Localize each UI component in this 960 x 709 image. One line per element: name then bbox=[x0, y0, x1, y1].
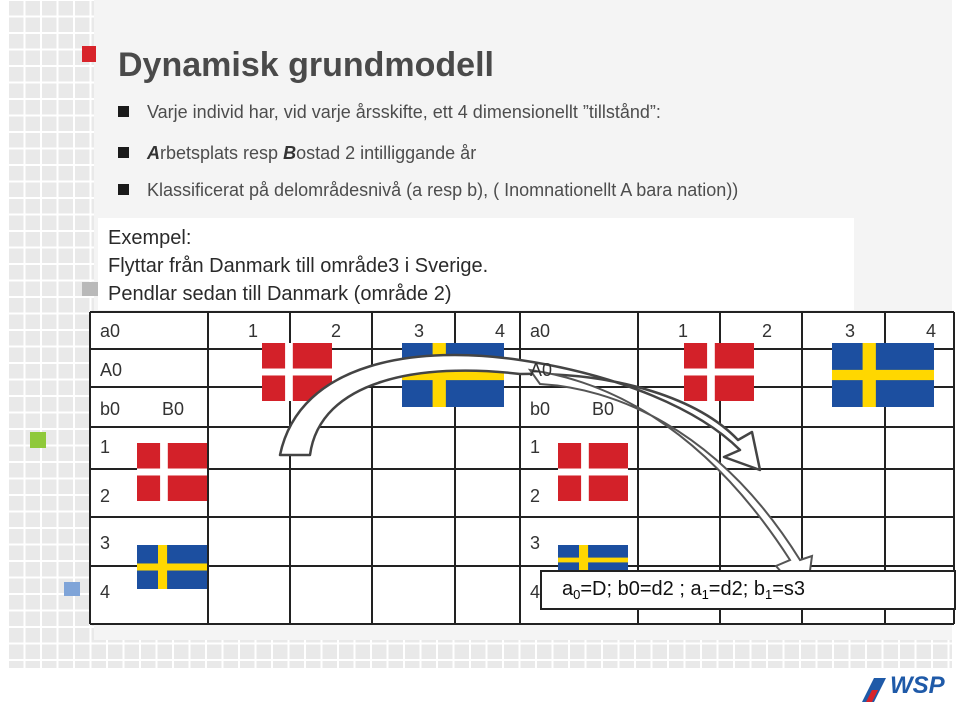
formula-text: a0=D; b0=d2 ; a1=d2; b1=s3 bbox=[562, 578, 805, 602]
right-row-2: 2 bbox=[530, 486, 541, 506]
right-row-1: 1 bbox=[530, 437, 541, 457]
bullet-2-letter-a: A bbox=[147, 143, 160, 163]
wsp-logo-icon bbox=[862, 678, 886, 702]
bullet-2-part-2: ostad 2 intilliggande år bbox=[296, 143, 477, 163]
example-box: Exempel: Flyttar från Danmark till områd… bbox=[98, 218, 854, 310]
left-row-4: 4 bbox=[100, 582, 111, 602]
bullet-square-icon bbox=[118, 147, 129, 158]
right-header-4: 4 bbox=[926, 321, 937, 341]
accent-tile-red bbox=[82, 46, 96, 62]
right-header-2: 2 bbox=[762, 321, 773, 341]
left-row-b0: b0 bbox=[100, 399, 121, 419]
right-header-a0: a0 bbox=[530, 321, 551, 341]
bullet-3: Klassificerat på delområdesnivå (a resp … bbox=[118, 180, 738, 201]
formula-sub-1: 1 bbox=[701, 587, 709, 603]
slide-title: Dynamisk grundmodell bbox=[118, 46, 494, 84]
accent-tile-green bbox=[30, 432, 46, 448]
formula-a: a bbox=[562, 578, 574, 600]
bullet-2: Arbetsplats resp Bostad 2 intilliggande … bbox=[118, 143, 476, 164]
example-line-1: Flyttar från Danmark till område3 i Sver… bbox=[108, 255, 489, 277]
formula-part-3: =s3 bbox=[772, 578, 806, 600]
left-header-1: 1 bbox=[248, 321, 259, 341]
right-row-4: 4 bbox=[530, 582, 541, 602]
left-row-3: 3 bbox=[100, 533, 111, 553]
bullet-1: Varje individ har, vid varje årsskifte, … bbox=[118, 102, 661, 123]
formula-part-1: =D; b0=d2 ; a bbox=[580, 578, 702, 600]
denmark-flag-icon-cross-h bbox=[262, 368, 332, 376]
left-row-2: 2 bbox=[100, 486, 111, 506]
formula-sub-0: 0 bbox=[573, 587, 581, 603]
bullet-2-part-1: rbetsplats resp bbox=[160, 143, 284, 163]
wsp-logo-text: WSP bbox=[890, 672, 945, 699]
right-row-3: 3 bbox=[530, 533, 541, 553]
left-header-4: 4 bbox=[495, 321, 506, 341]
bullet-3-text: Klassificerat på delområdesnivå (a resp … bbox=[147, 180, 739, 200]
left-row-B0: B0 bbox=[162, 399, 185, 419]
accent-tile-gray bbox=[82, 282, 98, 296]
right-row-B0: B0 bbox=[592, 399, 615, 419]
sweden-flag-icon-cross-h bbox=[832, 369, 934, 381]
sweden-flag-icon-cross-h bbox=[558, 557, 628, 563]
denmark-flag-icon-cross-h bbox=[137, 468, 207, 476]
bullet-1-text: Varje individ har, vid varje årsskifte, … bbox=[147, 102, 661, 122]
denmark-flag-icon-cross-h bbox=[558, 468, 628, 476]
bullet-square-icon bbox=[118, 184, 129, 195]
left-header-2: 2 bbox=[331, 321, 342, 341]
sweden-flag-icon-cross-h bbox=[137, 563, 207, 571]
formula-sub-2: 1 bbox=[764, 587, 773, 603]
example-line-2: Pendlar sedan till Danmark (område 2) bbox=[108, 283, 452, 305]
right-header-3: 3 bbox=[845, 321, 856, 341]
formula-part-2: =d2; b bbox=[708, 578, 765, 600]
left-row-A0: A0 bbox=[100, 360, 123, 380]
left-header-3: 3 bbox=[414, 321, 425, 341]
accent-tile-blue bbox=[64, 582, 80, 596]
example-heading: Exempel: bbox=[108, 227, 192, 249]
sweden-flag-icon-cross-h bbox=[402, 369, 504, 381]
move-arrow-icon bbox=[278, 353, 762, 472]
denmark-flag-icon-cross-h bbox=[684, 368, 754, 376]
left-row-1: 1 bbox=[100, 437, 111, 457]
right-row-b0: b0 bbox=[530, 399, 551, 419]
bullet-2-letter-b: B bbox=[283, 143, 297, 163]
left-header-a0: a0 bbox=[100, 321, 121, 341]
right-header-1: 1 bbox=[678, 321, 689, 341]
formula-box: a0=D; b0=d2 ; a1=d2; b1=s3 bbox=[540, 570, 956, 610]
right-row-A0: A0 bbox=[530, 360, 553, 380]
bullet-square-icon bbox=[118, 106, 129, 117]
